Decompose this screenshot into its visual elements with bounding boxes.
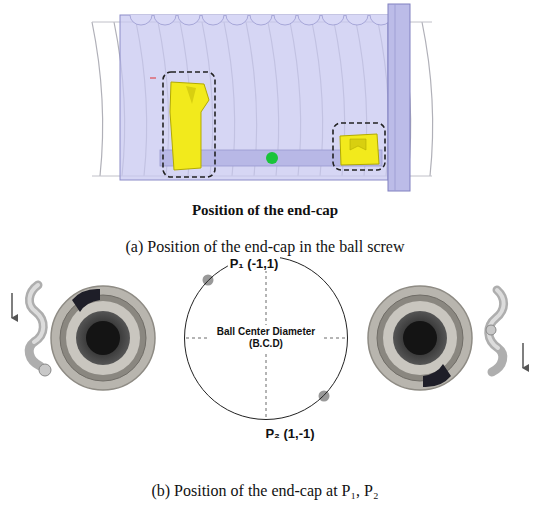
end-cap-frame xyxy=(333,123,385,170)
position-dot xyxy=(319,391,330,402)
thread-line xyxy=(422,22,433,176)
groove-bump xyxy=(250,15,272,25)
bcd-circle: Ball Center Diameter (B.C.D) xyxy=(184,256,348,420)
axis-mark xyxy=(150,78,156,79)
nut-photo xyxy=(51,286,155,390)
ball-path-icon xyxy=(486,290,523,372)
node-label: Ball Center Diameter (B.C.D) xyxy=(208,325,324,351)
flange-edge xyxy=(395,4,396,191)
point-label: P₁ (-1,1) xyxy=(228,256,281,271)
groove-bump xyxy=(346,15,368,25)
end-cap-notch xyxy=(350,139,366,150)
groove-bump xyxy=(154,15,176,25)
end-cap xyxy=(72,289,100,312)
groove-bump xyxy=(322,15,344,25)
groove-bump xyxy=(130,15,152,25)
end-cap-notch xyxy=(186,86,196,104)
groove-bump xyxy=(274,15,296,25)
subcaption: (a) Position of the end-cap in the ball … xyxy=(123,238,406,256)
nut-photo xyxy=(368,286,472,390)
thread-line xyxy=(92,22,103,176)
groove-bump xyxy=(298,15,320,25)
groove-bump xyxy=(226,15,248,25)
figure-label: Position of the end-cap xyxy=(190,202,340,219)
position-dot xyxy=(203,275,214,286)
ball-groove xyxy=(130,15,392,25)
ball-nut-body xyxy=(120,15,388,180)
groove-bump xyxy=(178,15,200,25)
groove-bump xyxy=(202,15,224,25)
end-cap xyxy=(170,82,209,170)
end-cap-frame xyxy=(163,72,215,177)
point-label: P₂ (1,-1) xyxy=(263,426,316,441)
ball xyxy=(266,152,278,164)
ball-path-icon xyxy=(12,285,51,376)
nut-flange xyxy=(388,4,410,191)
subcaption: (b) Position of the end-cap at P₁, P₂ xyxy=(149,482,380,500)
end-cap xyxy=(423,364,451,387)
end-cap xyxy=(340,134,379,165)
